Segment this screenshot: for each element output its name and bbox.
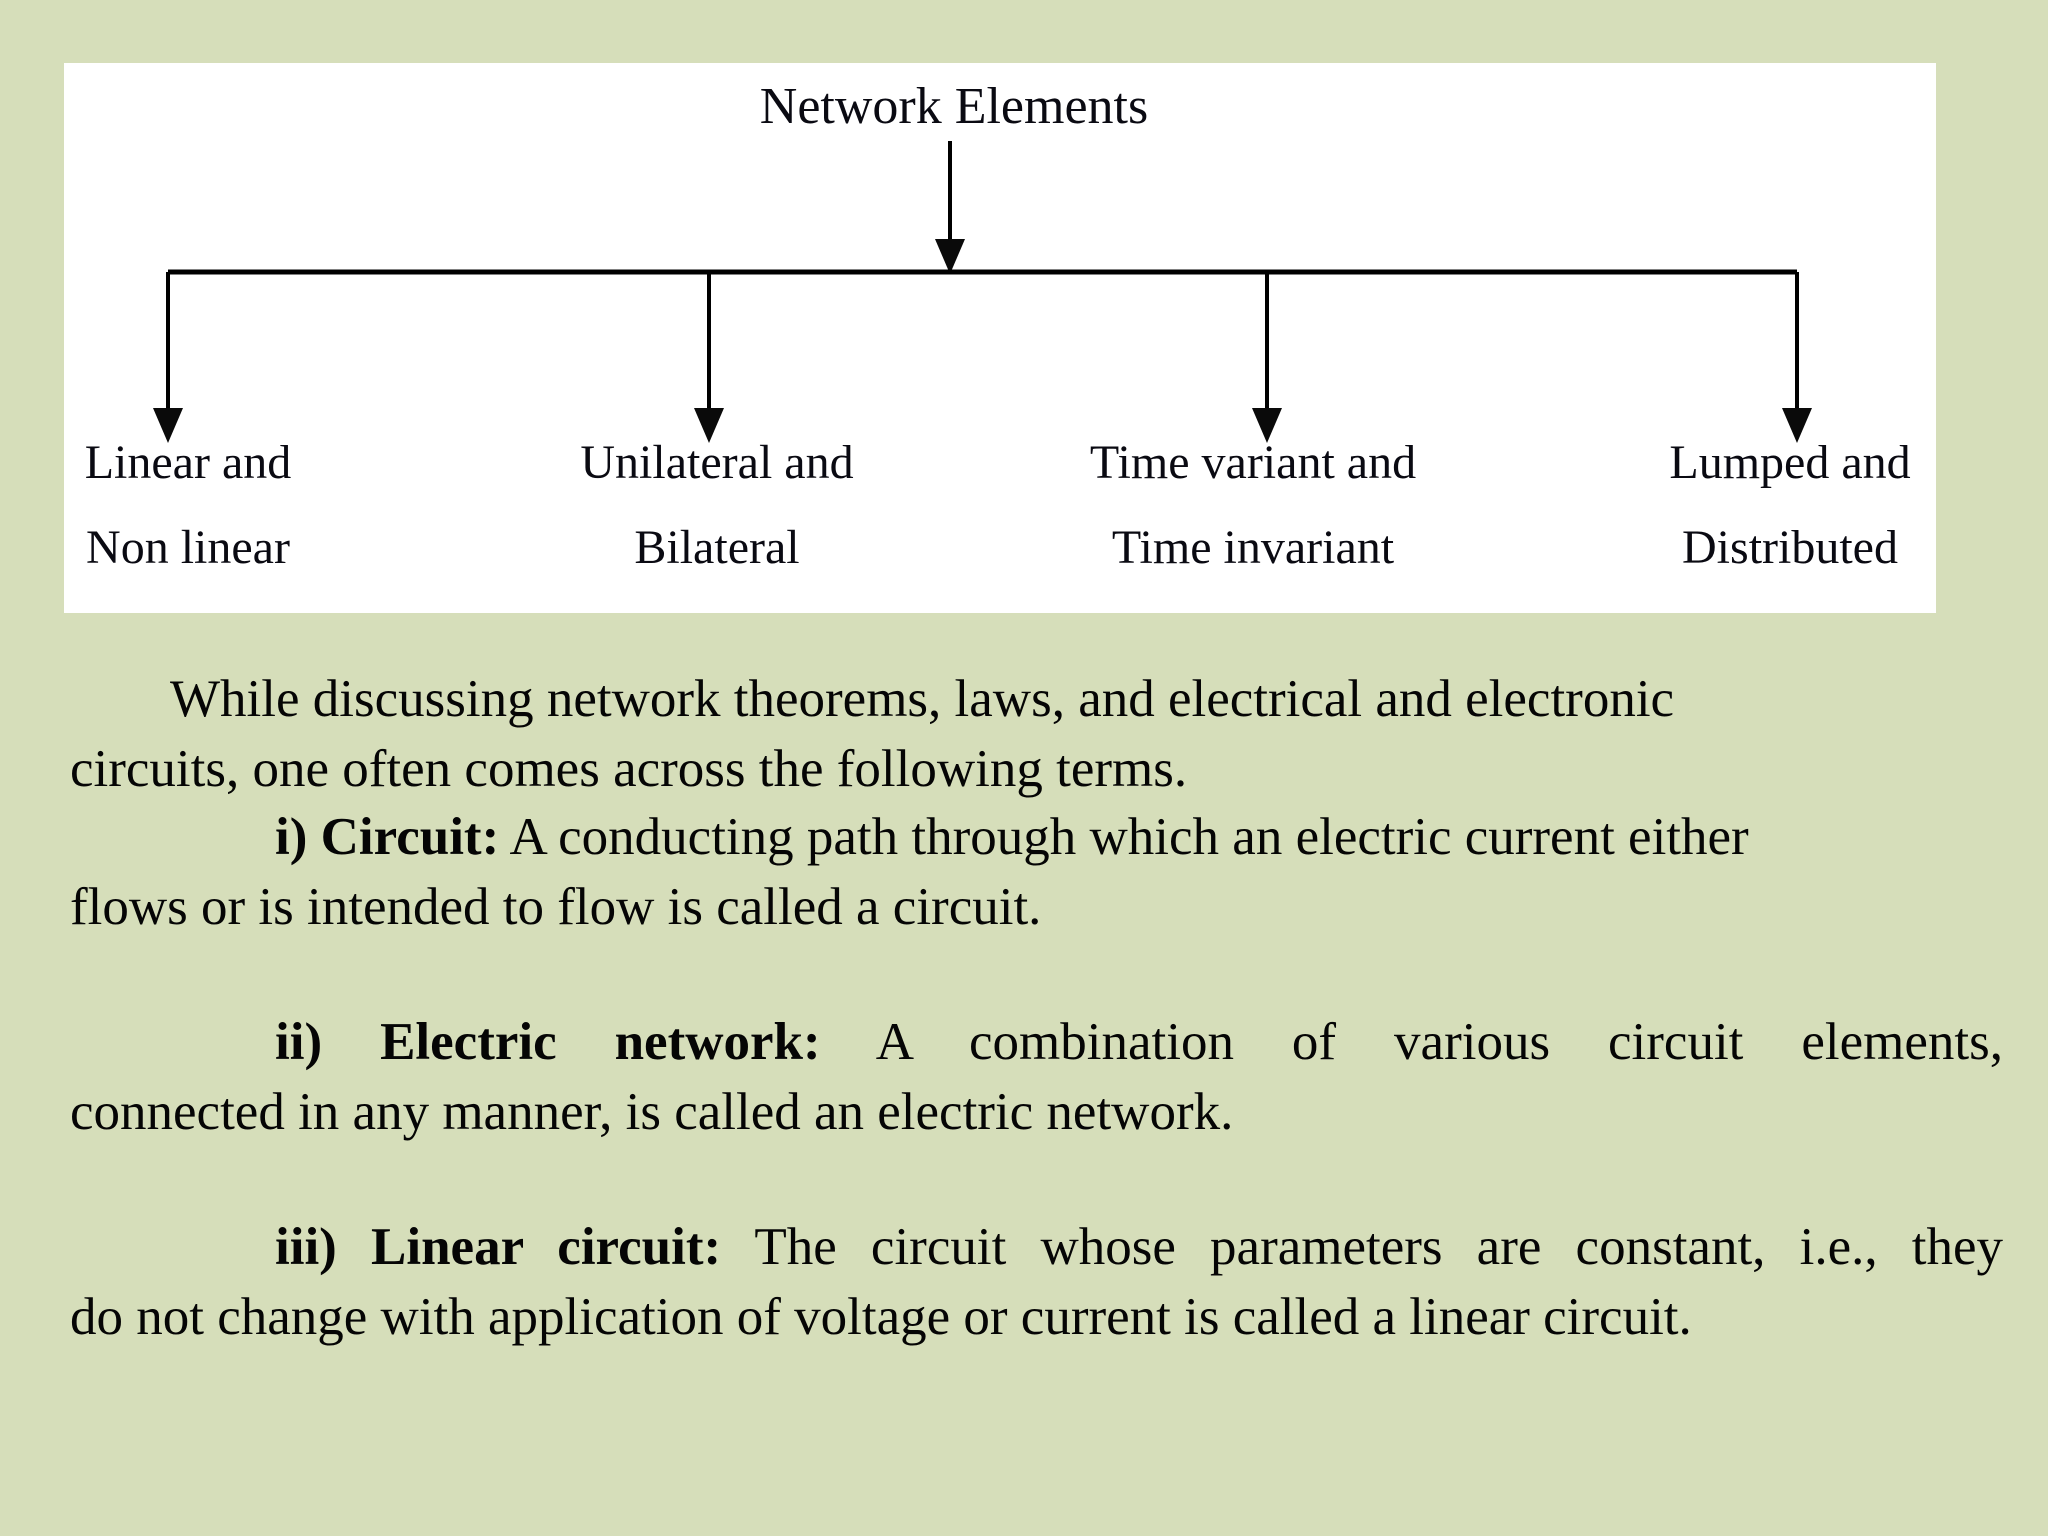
branch-label-linear: Linear and xyxy=(84,436,292,489)
trunk-arrowhead-icon xyxy=(935,239,965,274)
branch-arrowhead-2-icon xyxy=(694,408,724,443)
definition-linear-circuit-line-1: iii) Linear circuit: The circuit whose p… xyxy=(70,1212,2003,1282)
tree-connector-graphic xyxy=(153,141,1812,443)
branch-label-distributed: Distributed xyxy=(1682,521,1898,574)
branch-label-bilateral: Bilateral xyxy=(634,521,800,574)
branch-label-unilateral: Unilateral and xyxy=(580,436,854,489)
branch-arrowhead-1-icon xyxy=(153,408,183,443)
definition-circuit: i) Circuit: A conducting path through wh… xyxy=(70,802,2003,942)
intro-line-1: While discussing network theorems, laws,… xyxy=(170,670,1675,728)
definition-linear-circuit-text: The circuit whose parameters are constan… xyxy=(754,1218,2004,1276)
diagram-title: Network Elements xyxy=(759,78,1149,135)
definition-circuit-label: i) Circuit: xyxy=(275,808,500,866)
intro-line-2: circuits, one often comes across the fol… xyxy=(70,740,1188,798)
branch-label-time-variant: Time variant and xyxy=(1089,436,1417,489)
intro-paragraph: While discussing network theorems, laws,… xyxy=(70,664,2003,804)
body-text: While discussing network theorems, laws,… xyxy=(70,0,2003,1536)
definition-circuit-line-2: flows or is intended to flow is called a… xyxy=(70,878,1042,936)
branch-arrowhead-3-icon xyxy=(1252,408,1282,443)
definition-electric-network-label: ii) Electric network: xyxy=(275,1013,821,1071)
definition-electric-network: ii) Electric network: A combination of v… xyxy=(70,1007,2003,1147)
definition-electric-network-line-1: ii) Electric network: A combination of v… xyxy=(70,1007,2003,1077)
definition-electric-network-text: A combination of various circuit element… xyxy=(875,1013,2003,1071)
branch-arrowhead-4-icon xyxy=(1782,408,1812,443)
network-elements-diagram-panel: Network Elements Linear and Non linear U… xyxy=(64,63,1936,613)
definition-circuit-line-1: i) Circuit: A conducting path through wh… xyxy=(70,802,2003,872)
branch-label-time-invariant: Time invariant xyxy=(1111,521,1395,574)
definition-linear-circuit: iii) Linear circuit: The circuit whose p… xyxy=(70,1212,2003,1352)
definition-electric-network-line-2: connected in any manner, is called an el… xyxy=(70,1083,1234,1141)
definition-circuit-text: A conducting path through which an elect… xyxy=(509,808,1749,866)
definition-linear-circuit-line-2: do not change with application of voltag… xyxy=(70,1288,1692,1346)
branch-label-lumped: Lumped and xyxy=(1669,436,1911,489)
definition-linear-circuit-label: iii) Linear circuit: xyxy=(275,1218,722,1276)
branch-label-nonlinear: Non linear xyxy=(86,521,290,574)
